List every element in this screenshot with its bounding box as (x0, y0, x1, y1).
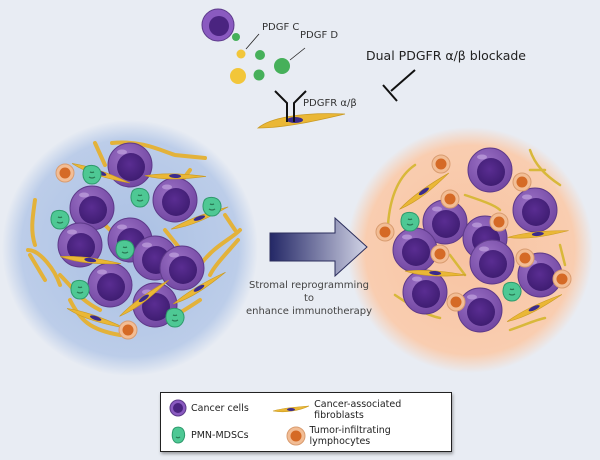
mdsc-icon (171, 426, 186, 444)
pdgf-c-leader (245, 33, 260, 50)
legend-label: Tumor-infiltrating lymphocytes (309, 425, 391, 447)
fibroblast-icon (272, 405, 310, 413)
legend-item-cancer-cells: Cancer cells (169, 399, 249, 417)
tumor-before-treatment (2, 120, 258, 376)
tumor-after-treatment (347, 127, 593, 373)
caption-line-1: Stromal reprogramming to (248, 280, 370, 304)
pdgf-c-label: PDGF C (262, 22, 300, 33)
pdgf-c-ball (230, 68, 246, 84)
pdgf-d-ball (255, 50, 265, 60)
legend-item-pmn-mdscs: PMN-MDSCs (169, 425, 249, 445)
caption-line-2: enhance immunotherapy (245, 306, 373, 317)
pdgf-d-ball (253, 69, 265, 81)
pdgf-d-leader (289, 47, 306, 61)
pdgf-c-ball (236, 49, 246, 59)
legend-label: PMN-MDSCs (191, 429, 249, 441)
legend-label: Cancer-associated fibroblasts (314, 399, 402, 421)
cancer-cell-icon (169, 399, 187, 417)
pdgf-d-ball (274, 58, 290, 74)
pdgf-d-label: PDGF D (300, 30, 339, 41)
legend-label: Cancer cells (191, 402, 249, 414)
blockade-label: Dual PDGFR α/β blockade (366, 48, 526, 63)
receptor-label: PDGFR α/β (303, 98, 357, 109)
pdgfr-receptor (256, 90, 346, 129)
legend-item-tils: Tumor-infiltrating lymphocytes (286, 425, 451, 447)
inhibition-symbol (382, 69, 416, 102)
legend: Cancer cells Cancer-associated fibroblas… (160, 392, 452, 452)
lymphocyte-icon (286, 426, 306, 446)
legend-item-fibroblasts: Cancer-associated fibroblasts (271, 399, 451, 421)
pdgf-ligands (201, 8, 306, 84)
center-caption: Stromal reprogramming to enhance immunot… (244, 279, 374, 318)
right-arrow (269, 216, 368, 278)
pdgf-d-ball (232, 33, 240, 41)
